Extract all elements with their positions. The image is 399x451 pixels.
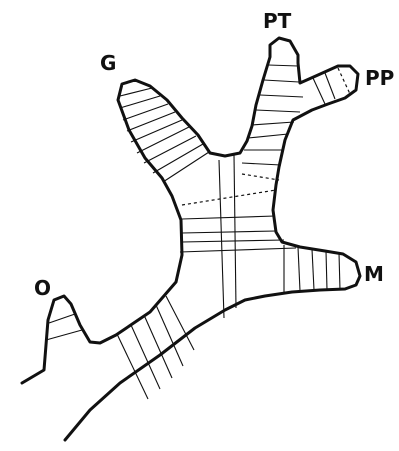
hatch-g-1 [120, 88, 152, 96]
hatch-pt-3 [260, 95, 303, 97]
hatch-pt-6 [248, 134, 288, 138]
hatch-hub-3 [182, 240, 284, 242]
hatch-trunk-4 [156, 305, 183, 366]
hatch-pt-8 [242, 163, 281, 165]
hatch-pt-4 [256, 110, 300, 112]
hatch-g-4 [127, 112, 175, 131]
label-pp: PP [365, 66, 394, 90]
dashed-boundary-pp [338, 68, 350, 94]
hatch-vertical-1 [219, 160, 224, 318]
hatch-hub-1 [182, 216, 275, 219]
hatch-pt-5 [252, 122, 294, 125]
hatch-o-2 [46, 330, 82, 340]
hatch-trunk-3 [144, 315, 172, 378]
hatch-pt-2 [264, 80, 299, 82]
label-pt: PT [263, 9, 292, 33]
dashed-boundary-hub [182, 190, 276, 205]
hatch-g-7 [144, 136, 196, 163]
hatch-pp-1 [313, 78, 325, 104]
hatch-hub-4 [180, 248, 296, 252]
hatch-pt-1 [268, 65, 298, 66]
hatch-g-5 [131, 120, 182, 142]
hatch-o-1 [49, 314, 75, 323]
label-g: G [100, 51, 116, 75]
hatch-m-2 [298, 247, 300, 291]
hatch-g-2 [120, 96, 160, 108]
hatch-hub-2 [182, 231, 276, 233]
hatch-m-4 [326, 251, 327, 290]
hatch-pp-2 [325, 73, 335, 99]
hatch-m-5 [339, 253, 340, 290]
hatch-g-6 [137, 127, 189, 153]
hatch-g-9 [163, 152, 209, 182]
label-o: O [34, 276, 51, 300]
hatch-m-3 [312, 249, 314, 290]
hatch-g-8 [153, 144, 203, 173]
hatch-trunk-5 [166, 296, 194, 350]
label-m: M [364, 262, 384, 286]
dashed-boundary-pt [242, 174, 279, 180]
structure-outline-upper [22, 38, 360, 440]
